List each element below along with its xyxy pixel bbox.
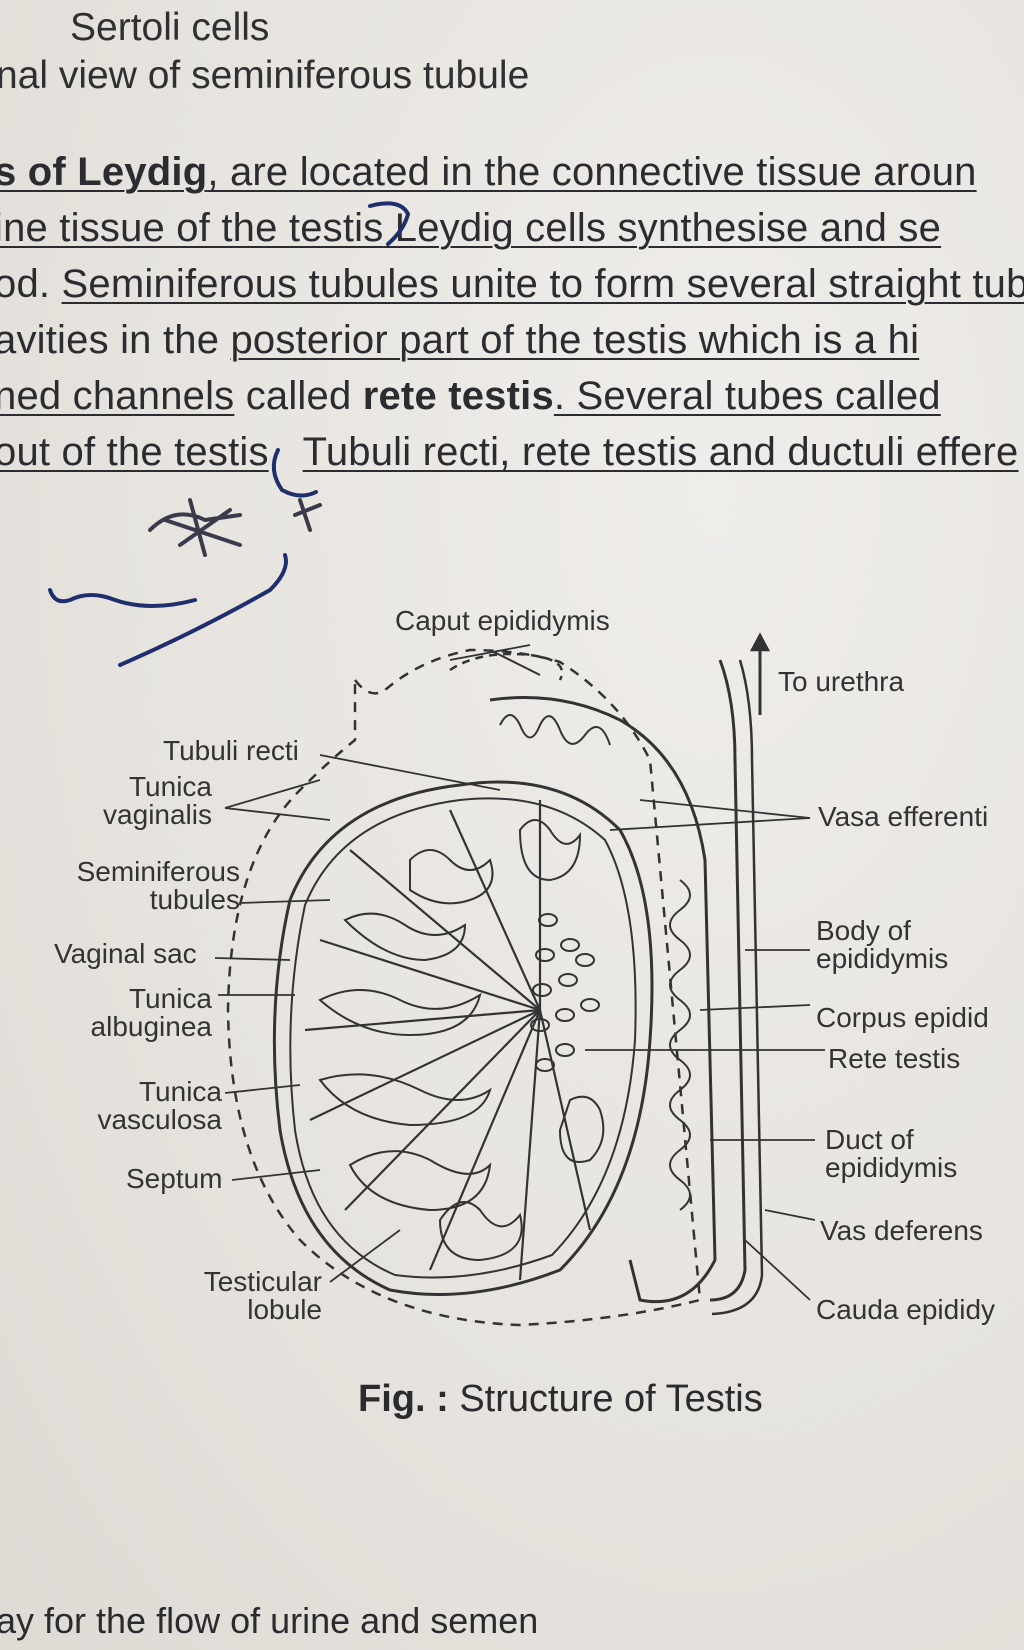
paragraph-line-1: s of Leydig, are located in the connecti… — [0, 150, 977, 195]
label-line: epididymis — [825, 1152, 958, 1183]
label-line: vasculosa — [97, 1104, 222, 1135]
label-tunica-albuginea: Tunica albuginea — [80, 985, 212, 1041]
tunica-albuginea — [272, 780, 654, 1296]
paragraph-line-5: ned channels called rete testis. Several… — [0, 374, 941, 419]
caption-prefix: Fig. : — [358, 1378, 449, 1420]
epididymis-outline — [489, 696, 717, 1304]
pen-swoosh-mark — [48, 588, 197, 608]
heading-seminiferous-view: nal view of seminiferous tubule — [0, 54, 530, 97]
term-leydig: s of Leydig — [0, 150, 208, 194]
tunica-vasculosa — [289, 797, 637, 1279]
paragraph-line-2: ine tissue of the testis Leydig cells sy… — [0, 206, 941, 251]
caput-pointer — [489, 649, 541, 676]
caption-text: Structure of Testis — [448, 1378, 763, 1420]
urethra-arrowhead — [749, 632, 771, 652]
epididymis-duct-coils — [669, 879, 691, 1211]
text-span: , are located in the connective tissue a… — [207, 150, 977, 194]
label-line: Testicular — [203, 1266, 322, 1297]
label-line: Body of — [816, 915, 911, 946]
label-tubuli-recti: Tubuli recti — [163, 735, 299, 766]
label-caput-epididymis: Caput epididymis — [395, 605, 610, 636]
label-line: Tunica — [128, 983, 212, 1014]
label-duct-epididymis: Duct of epididymis — [825, 1126, 957, 1182]
label-seminiferous-tubules: Seminiferous tubules — [58, 858, 240, 914]
label-line: Tunica — [128, 771, 212, 802]
text-span: ned channels — [0, 374, 235, 418]
label-septum: Septum — [126, 1163, 223, 1194]
pen-annotations — [48, 201, 411, 667]
testis-diagram — [226, 632, 771, 1327]
label-line: vaginalis — [103, 799, 212, 830]
pen-star-mark — [148, 498, 242, 557]
text-span: Tubuli recti, rete testis and ductuli ef… — [302, 430, 1019, 474]
label-vaginal-sac: Vaginal sac — [54, 938, 197, 969]
caput-coils — [499, 714, 611, 746]
label-line: Duct of — [825, 1124, 914, 1155]
label-tunica-vaginalis: Tunica vaginalis — [96, 773, 212, 829]
text-span: out of the testis — [0, 430, 269, 474]
vas-deferens — [709, 659, 747, 1302]
term-rete-testis: rete testis — [362, 374, 554, 418]
label-vas-deferens: Vas deferens — [820, 1215, 983, 1246]
label-cauda-epididymis: Cauda epididy — [816, 1294, 996, 1325]
label-line: albuginea — [90, 1011, 212, 1042]
pen-swoosh-mark — [118, 553, 288, 667]
label-line: tubules — [149, 884, 240, 915]
label-line: Seminiferous — [76, 856, 240, 887]
label-line: lobule — [247, 1294, 322, 1325]
label-body-epididymis: Body of epididymis — [816, 917, 948, 973]
text-span: posterior part of the testis which is a … — [230, 318, 920, 362]
text-span: od. — [0, 262, 62, 306]
testicular-lobules — [304, 800, 592, 1281]
text-span: Seminiferous tubules unite to form sever… — [61, 262, 1024, 306]
text-span: Leydig cells synthesise and se — [383, 206, 942, 250]
label-tunica-vasculosa: Tunica vasculosa — [84, 1078, 222, 1134]
label-rete-testis: Rete testis — [828, 1043, 961, 1074]
text-span: called — [234, 374, 363, 418]
pen-bracket-mark — [368, 201, 411, 246]
label-vasa-efferentia: Vasa efferenti — [818, 801, 989, 832]
caput-dashed — [449, 652, 564, 681]
pen-bracket-mark — [271, 448, 318, 498]
heading-sertoli-cells: Sertoli cells — [70, 6, 270, 49]
text-span: . Several tubes called — [553, 374, 941, 418]
pen-star-mark — [293, 498, 322, 532]
label-leader-lines — [214, 644, 825, 1301]
label-corpus-epididymis: Corpus epidid — [816, 1002, 989, 1033]
label-to-urethra: To urethra — [778, 666, 905, 697]
paragraph-line-4: avities in the posterior part of the tes… — [0, 318, 919, 363]
label-line: Tunica — [138, 1076, 222, 1107]
vaginal-sac-outline — [226, 648, 702, 1327]
text-span: avities in the — [0, 318, 231, 362]
seminiferous-tubules — [318, 819, 605, 1262]
paragraph-line-3: od. Seminiferous tubules unite to form s… — [0, 262, 1024, 307]
label-line: epididymis — [816, 943, 949, 974]
rete-testis-network — [530, 913, 600, 1072]
footer-text: ay for the flow of urine and semen — [0, 1600, 539, 1641]
figure-caption: Fig. : Structure of Testis — [358, 1378, 763, 1421]
label-testicular-lobule: Testicular lobule — [192, 1268, 322, 1324]
text-span: ine tissue of the testis — [0, 206, 384, 250]
vas-deferens-outer — [711, 659, 764, 1316]
paragraph-line-6: out of the testis Tubuli recti, rete test… — [0, 430, 1019, 475]
